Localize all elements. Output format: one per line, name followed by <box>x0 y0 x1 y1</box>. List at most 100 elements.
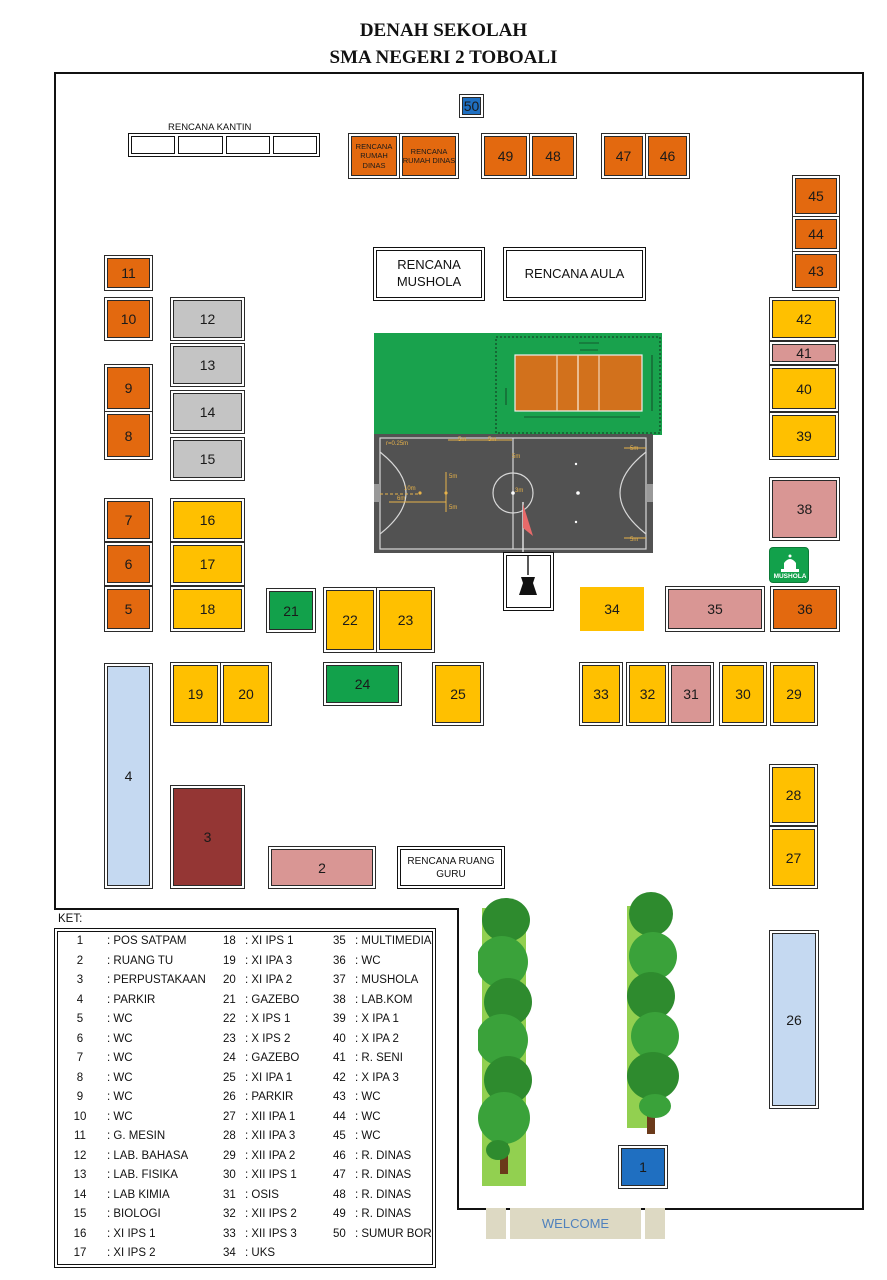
legend-description: : XII IPA 1 <box>245 1110 296 1123</box>
legend-number: 15 <box>73 1208 87 1220</box>
room-30[interactable]: 30 <box>719 662 767 726</box>
room-7[interactable]: 7 <box>104 498 153 542</box>
legend-number: 37 <box>333 974 346 986</box>
room-18[interactable]: 18 <box>170 586 245 632</box>
room-21-gazebo[interactable]: 21 <box>266 588 316 633</box>
room-11[interactable]: 11 <box>104 255 153 291</box>
room-25[interactable]: 25 <box>432 662 484 726</box>
map-title: DENAH SEKOLAH <box>359 20 528 41</box>
room-41[interactable]: 41 <box>769 341 839 365</box>
legend-description: : XII IPS 1 <box>245 1169 297 1181</box>
legend-description: : X IPA 2 <box>355 1032 399 1045</box>
legend-description: : XII IPA 2 <box>245 1149 296 1162</box>
room-49[interactable]: 49 <box>481 133 530 179</box>
rencana-rumah-dinas-2[interactable]: RENCANA RUMAH DINAS <box>399 133 459 179</box>
room-47[interactable]: 47 <box>601 133 646 179</box>
legend-description: : WC <box>355 1130 381 1142</box>
rencana-kantin-block[interactable] <box>128 133 320 157</box>
room-3-perpustakaan[interactable]: 3 <box>170 785 245 889</box>
room-19[interactable]: 19 <box>170 662 221 726</box>
legend-number: 26 <box>223 1091 236 1103</box>
legend-number: 10 <box>73 1110 87 1123</box>
legend-description: : SUMUR BOR <box>355 1227 432 1240</box>
room-26-parkir[interactable]: 26 <box>769 930 819 1109</box>
rencana-mushola-label: RENCANA MUSHOLA <box>396 257 462 289</box>
room-29[interactable]: 29 <box>770 662 818 726</box>
room-48[interactable]: 48 <box>529 133 577 179</box>
room-9[interactable]: 9 <box>104 364 153 412</box>
legend-number: 25 <box>223 1071 236 1084</box>
legend-description: : XII IPA 3 <box>245 1130 296 1142</box>
room-8[interactable]: 8 <box>104 411 153 460</box>
court-mark-6m: 6m <box>397 496 406 502</box>
rencana-aula[interactable]: RENCANA AULA <box>503 247 646 301</box>
room-35[interactable]: 35 <box>665 586 765 632</box>
legend-description: : R. SENI <box>355 1052 403 1064</box>
legend-description: : LAB KIMIA <box>107 1188 170 1201</box>
legend-number: 38 <box>333 993 346 1006</box>
room-32[interactable]: 32 <box>626 662 669 726</box>
room-24-gazebo[interactable]: 24 <box>323 662 402 706</box>
rencana-ruang-guru-label: RENCANA RUANG GURU <box>407 855 495 880</box>
room-46[interactable]: 46 <box>645 133 690 179</box>
legend-description: : XI IPS 1 <box>245 935 294 947</box>
welcome-gate[interactable]: WELCOME <box>486 1208 665 1239</box>
flag-podium[interactable] <box>503 552 554 611</box>
room-15[interactable]: 15 <box>170 437 245 481</box>
room-14[interactable]: 14 <box>170 390 245 434</box>
court-mark-r: r=0.25m <box>386 441 409 447</box>
room-2-ruang-tu[interactable]: 2 <box>268 846 376 889</box>
gate-pillar <box>645 1208 665 1239</box>
room-40[interactable]: 40 <box>769 365 839 412</box>
legend-number: 20 <box>223 974 236 986</box>
room-34[interactable]: 34 <box>580 587 644 631</box>
tree-icon <box>478 898 532 1186</box>
room-17[interactable]: 17 <box>170 542 245 586</box>
legend-number: 35 <box>333 935 346 947</box>
legend-description: : X IPS 1 <box>245 1013 291 1025</box>
court-boundary-line <box>495 336 661 434</box>
legend-number: 32 <box>223 1208 236 1220</box>
room-12[interactable]: 12 <box>170 297 245 341</box>
room-22[interactable]: 22 <box>323 587 377 653</box>
room-50-sumur-bor[interactable]: 50 <box>459 94 484 118</box>
room-23[interactable]: 23 <box>376 587 435 653</box>
legend-number: 12 <box>73 1149 87 1162</box>
room-16[interactable]: 16 <box>170 498 245 542</box>
legend-description: : XI IPA 3 <box>245 954 293 967</box>
room-33[interactable]: 33 <box>579 662 623 726</box>
room-10[interactable]: 10 <box>104 297 153 341</box>
mushola-sign[interactable]: MUSHOLA <box>769 547 809 583</box>
room-44[interactable]: 44 <box>792 216 840 252</box>
room-31[interactable]: 31 <box>668 662 714 726</box>
legend-number: 14 <box>73 1188 87 1201</box>
room-36[interactable]: 36 <box>770 586 840 632</box>
legend-description: : GAZEBO <box>245 1052 300 1064</box>
legend-description: : R. DINAS <box>355 1169 412 1181</box>
room-38[interactable]: 38 <box>769 477 840 541</box>
legend-description: : R. DINAS <box>355 1208 412 1220</box>
room-6[interactable]: 6 <box>104 542 153 586</box>
room-43[interactable]: 43 <box>792 251 840 291</box>
legend-description: : X IPA 1 <box>355 1013 399 1025</box>
legend-description: : WC <box>107 1032 133 1045</box>
room-42[interactable]: 42 <box>769 297 839 341</box>
room-20[interactable]: 20 <box>220 662 272 726</box>
room-39[interactable]: 39 <box>769 412 839 460</box>
rencana-rumah-dinas-1[interactable]: RENCANA RUMAH DINAS <box>348 133 400 179</box>
court-mark-3m: 3m <box>515 488 524 494</box>
kantin-stall <box>225 136 270 154</box>
legend-number: 13 <box>73 1169 87 1181</box>
rencana-mushola[interactable]: RENCANA MUSHOLA <box>373 247 485 301</box>
legend-description: : WC <box>107 1071 133 1084</box>
gate-pillar <box>486 1208 506 1239</box>
room-1-pos-satpam[interactable]: 1 <box>618 1145 668 1189</box>
room-28[interactable]: 28 <box>769 764 818 826</box>
rencana-ruang-guru[interactable]: RENCANA RUANG GURU <box>397 846 505 889</box>
room-13[interactable]: 13 <box>170 343 245 387</box>
room-45[interactable]: 45 <box>792 175 840 217</box>
room-27[interactable]: 27 <box>769 826 818 889</box>
room-4-parkir[interactable]: 4 <box>104 663 153 889</box>
legend-number: 42 <box>333 1071 346 1084</box>
room-5[interactable]: 5 <box>104 586 153 632</box>
